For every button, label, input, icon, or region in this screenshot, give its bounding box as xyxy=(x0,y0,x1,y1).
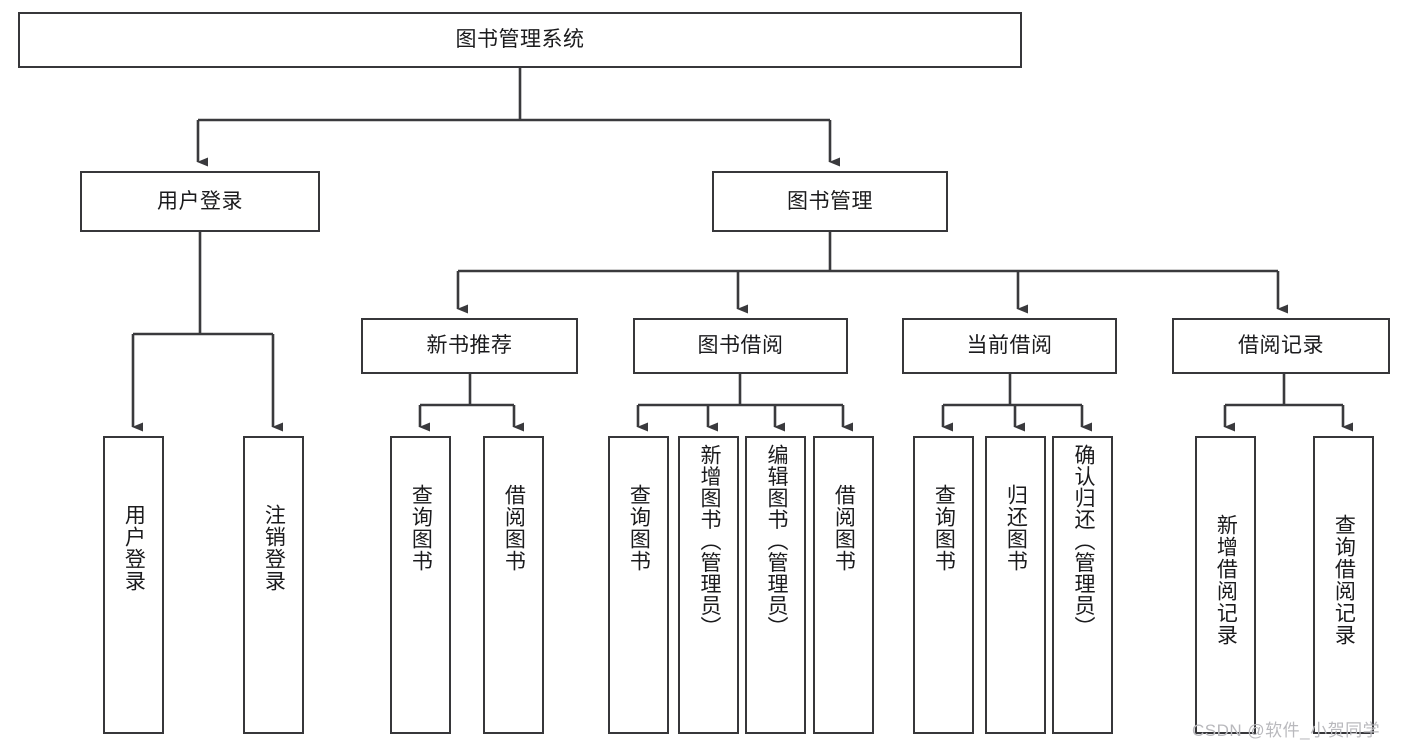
node-leaf-return-book-label: 归还图书 xyxy=(1004,484,1028,572)
node-leaf-edit-book[interactable]: 编辑图书（管理员） xyxy=(745,436,806,734)
node-current-borrow-label: 当前借阅 xyxy=(966,334,1053,358)
node-leaf-edit-book-label: 编辑图书（管理员） xyxy=(764,444,788,638)
node-leaf-confirm-return-label: 确认归还（管理员） xyxy=(1071,444,1095,638)
node-user-login-label: 用户登录 xyxy=(157,189,243,213)
node-leaf-borrow-book-label: 借阅图书 xyxy=(832,484,856,572)
node-book-borrow[interactable]: 图书借阅 xyxy=(633,318,848,374)
node-leaf-borrow-book-recommend[interactable]: 借阅图书 xyxy=(483,436,544,734)
node-root-label: 图书管理系统 xyxy=(455,28,585,52)
node-user-login[interactable]: 用户登录 xyxy=(80,171,320,232)
node-leaf-borrow-book-recommend-label: 借阅图书 xyxy=(502,484,526,572)
node-leaf-logout[interactable]: 注销登录 xyxy=(243,436,304,734)
node-new-book-recommend[interactable]: 新书推荐 xyxy=(361,318,578,374)
node-leaf-logout-label: 注销登录 xyxy=(262,504,286,592)
node-leaf-query-borrow-record[interactable]: 查询借阅记录 xyxy=(1313,436,1374,734)
node-book-borrow-label: 图书借阅 xyxy=(697,334,784,358)
node-leaf-query-book-borrow[interactable]: 查询图书 xyxy=(608,436,669,734)
node-leaf-query-book-current[interactable]: 查询图书 xyxy=(913,436,974,734)
node-leaf-add-book[interactable]: 新增图书（管理员） xyxy=(678,436,739,734)
node-leaf-user-login[interactable]: 用户登录 xyxy=(103,436,164,734)
node-leaf-query-borrow-record-label: 查询借阅记录 xyxy=(1332,514,1356,646)
node-leaf-user-login-label: 用户登录 xyxy=(122,504,146,592)
node-leaf-query-book-borrow-label: 查询图书 xyxy=(627,484,651,572)
node-book-manage-label: 图书管理 xyxy=(787,189,873,213)
node-leaf-query-book-current-label: 查询图书 xyxy=(932,484,956,572)
node-leaf-borrow-book[interactable]: 借阅图书 xyxy=(813,436,874,734)
node-leaf-add-book-label: 新增图书（管理员） xyxy=(697,444,721,638)
node-borrow-record-label: 借阅记录 xyxy=(1238,334,1324,358)
node-new-book-recommend-label: 新书推荐 xyxy=(426,334,513,358)
node-leaf-add-borrow-record[interactable]: 新增借阅记录 xyxy=(1195,436,1256,734)
node-leaf-confirm-return[interactable]: 确认归还（管理员） xyxy=(1052,436,1113,734)
node-book-manage[interactable]: 图书管理 xyxy=(712,171,948,232)
node-leaf-return-book[interactable]: 归还图书 xyxy=(985,436,1046,734)
node-current-borrow[interactable]: 当前借阅 xyxy=(902,318,1117,374)
csdn-watermark: CSDN @软件_小贺同学 xyxy=(1192,721,1381,740)
node-root[interactable]: 图书管理系统 xyxy=(18,12,1022,68)
node-leaf-add-borrow-record-label: 新增借阅记录 xyxy=(1214,514,1238,646)
node-borrow-record[interactable]: 借阅记录 xyxy=(1172,318,1390,374)
node-leaf-query-book-recommend[interactable]: 查询图书 xyxy=(390,436,451,734)
node-leaf-query-book-recommend-label: 查询图书 xyxy=(409,484,433,572)
